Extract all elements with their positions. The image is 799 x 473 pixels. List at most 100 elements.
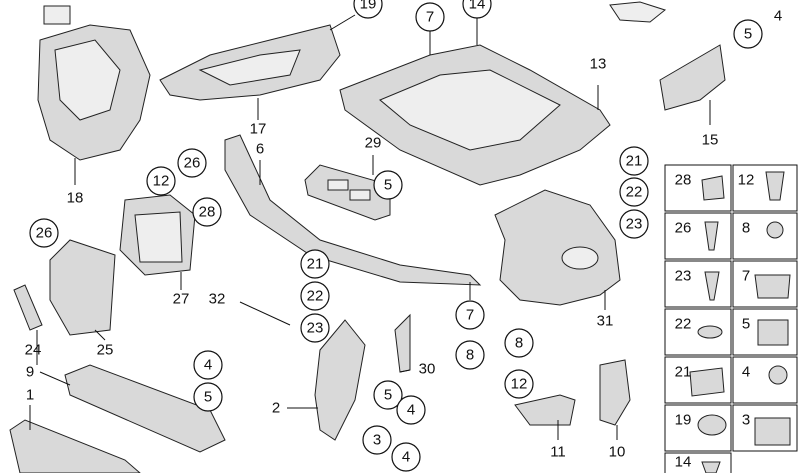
callout-circle-7	[415, 2, 445, 32]
part-11-bracket	[514, 394, 576, 426]
callout-label-21: 21	[626, 153, 643, 170]
callout-label-3: 3	[373, 432, 381, 449]
fastener-28-clip	[701, 175, 725, 201]
part-25-air-duct	[49, 239, 116, 336]
callout-label-12: 12	[511, 376, 528, 393]
callout-label-1: 1	[26, 387, 34, 404]
fastener-21-clip	[689, 367, 725, 397]
fastener-19-nut	[697, 414, 727, 436]
part-top-clip	[609, 1, 667, 23]
fastener-23-screw	[704, 271, 720, 301]
part-31-lower-shield	[494, 189, 621, 306]
callout-label-26: 26	[36, 225, 53, 242]
callout-label-24: 24	[25, 342, 42, 359]
fastener-5-clip	[757, 319, 789, 346]
leader-lines	[29, 14, 711, 440]
callout-label-5: 5	[384, 387, 392, 404]
callout-label-9: 9	[26, 364, 34, 381]
callout-label-23: 23	[626, 216, 643, 233]
callout-circle-3	[362, 425, 392, 455]
callout-circle-12	[504, 369, 534, 399]
legend-label-22: 22	[675, 316, 692, 333]
callout-circle-19	[353, 0, 383, 19]
callout-circle-12	[146, 166, 176, 196]
callout-circle-8	[455, 340, 485, 370]
part-24-grille	[13, 284, 43, 331]
legend-label-12: 12	[738, 172, 755, 189]
callout-label-5: 5	[384, 177, 392, 194]
fastener-14-screw	[701, 461, 721, 473]
legend-label-19: 19	[675, 412, 692, 429]
part-6-spoiler-lip	[224, 134, 482, 286]
part-17-shield	[159, 24, 341, 101]
callout-circle-23	[300, 313, 330, 343]
callout-label-4: 4	[402, 449, 410, 466]
callout-label-4: 4	[774, 8, 782, 25]
part-18-wheel-arch-liner	[37, 5, 151, 161]
callout-label-32: 32	[209, 291, 226, 308]
legend-label-3: 3	[742, 412, 750, 429]
part-13-underbody-panel	[339, 44, 611, 186]
part-9-trim	[64, 364, 226, 453]
legend-label-28: 28	[675, 172, 692, 189]
callout-label-28: 28	[199, 204, 216, 221]
callout-label-7: 7	[426, 9, 434, 26]
legend-label-4: 4	[742, 364, 750, 381]
callout-circle-21	[619, 146, 649, 176]
callout-circle-8	[504, 328, 534, 358]
callout-circle-4	[396, 395, 426, 425]
callout-label-6: 6	[256, 141, 264, 158]
legend-label-8: 8	[742, 220, 750, 237]
callout-circle-22	[300, 281, 330, 311]
legend-label-23: 23	[675, 268, 692, 285]
fastener-8-screw	[766, 221, 784, 239]
part-30-bracket	[394, 313, 411, 373]
callout-label-5: 5	[204, 389, 212, 406]
callout-label-4: 4	[204, 357, 212, 374]
callout-circle-28	[192, 197, 222, 227]
callout-circle-21	[300, 249, 330, 279]
callout-label-11: 11	[550, 444, 566, 461]
callout-label-31: 31	[597, 313, 614, 330]
callout-label-10: 10	[609, 444, 626, 461]
legend-label-5: 5	[742, 316, 750, 333]
callout-label-22: 22	[307, 288, 324, 305]
callout-label-7: 7	[466, 307, 474, 324]
callout-label-21: 21	[307, 256, 324, 273]
callout-circle-5	[373, 380, 403, 410]
fastener-4-screw	[768, 365, 788, 385]
callout-label-27: 27	[173, 291, 190, 308]
callout-label-29: 29	[365, 135, 382, 152]
part-29-bracket	[304, 164, 391, 221]
callout-label-17: 17	[250, 121, 267, 138]
callout-label-15: 15	[702, 132, 719, 149]
legend-label-14: 14	[675, 454, 692, 471]
fastener-legend	[664, 164, 798, 473]
part-32-rod	[239, 301, 291, 326]
callout-label-25: 25	[97, 342, 114, 359]
callout-label-12: 12	[153, 173, 170, 190]
part-27-air-duct	[119, 194, 196, 276]
callout-circle-7	[455, 300, 485, 330]
fastener-3-clip	[754, 417, 791, 446]
callout-circle-5	[193, 382, 223, 412]
callout-circle-23	[619, 209, 649, 239]
callout-circle-4	[193, 350, 223, 380]
part-10-bracket	[599, 359, 631, 426]
callout-circle-5	[733, 19, 763, 49]
callout-circle-4	[391, 442, 421, 472]
callout-label-8: 8	[515, 335, 523, 352]
callout-label-14: 14	[469, 0, 486, 13]
fastener-26-screw	[704, 221, 719, 251]
callout-label-13: 13	[590, 56, 607, 73]
legend-label-26: 26	[675, 220, 692, 237]
part-15-bracket	[659, 44, 726, 111]
callout-label-8: 8	[466, 347, 474, 364]
callout-circle-26	[177, 148, 207, 178]
fastener-22-washer	[697, 325, 723, 339]
callout-circle-22	[619, 177, 649, 207]
callout-circle-5	[373, 170, 403, 200]
